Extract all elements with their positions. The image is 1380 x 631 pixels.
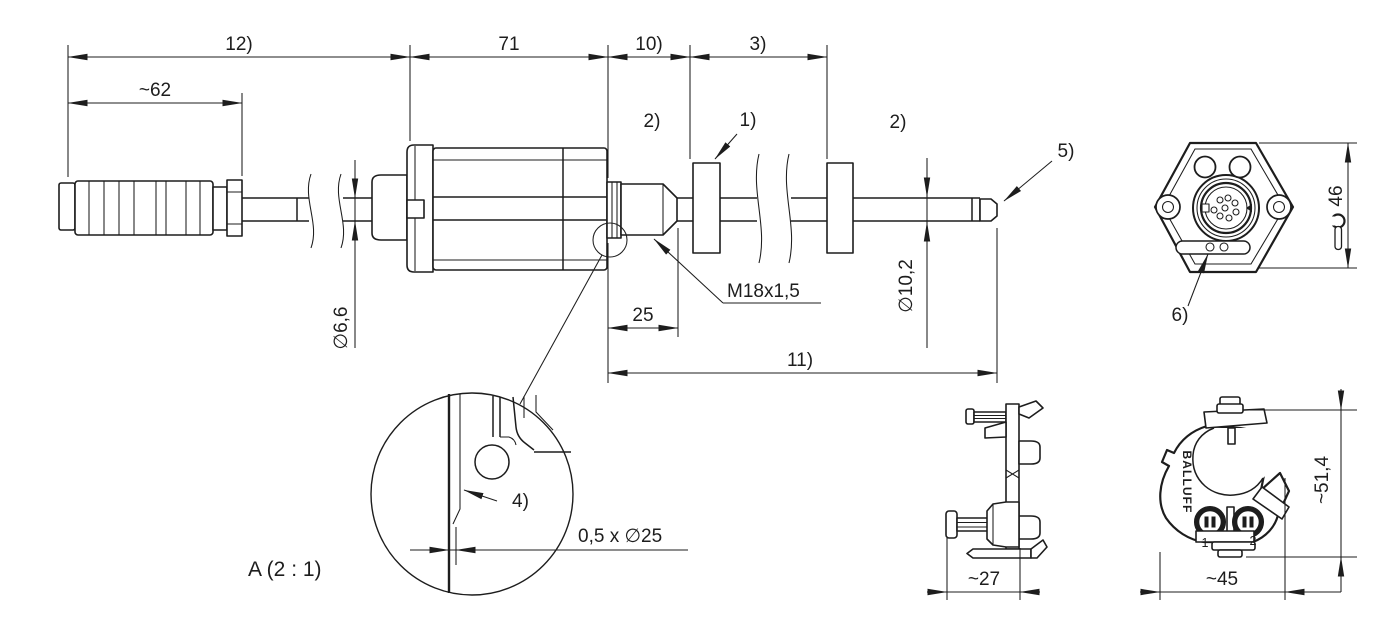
dim-rod-dia-label: ∅10,2 bbox=[896, 259, 917, 313]
screw-2-label: 2 bbox=[1250, 534, 1257, 548]
mounting-clamp-front-view: BALLUFF 1 2 ~45 ~51,4 bbox=[1140, 389, 1357, 600]
detail-callout-circle bbox=[592, 222, 628, 258]
dim-11-label: 11) bbox=[787, 350, 813, 371]
dim-chamfer-label: 0,5 x ∅25 bbox=[578, 526, 662, 547]
dim-12-label: 12) bbox=[225, 34, 252, 55]
connector-end-view: 6) 46 bbox=[1153, 141, 1357, 326]
connector-pins bbox=[1210, 194, 1240, 222]
dim-3-label: 3) bbox=[750, 34, 767, 55]
thread-label: M18x1,5 bbox=[727, 281, 800, 302]
detail-circle bbox=[370, 392, 574, 596]
detail-view-a: 4) 0,5 x ∅25 A (2 : 1) bbox=[248, 392, 688, 596]
detail-title: A (2 : 1) bbox=[248, 558, 322, 581]
dim-cable-dia-label: ∅6,6 bbox=[331, 307, 352, 350]
dim-62-label: ~62 bbox=[139, 80, 171, 101]
cable bbox=[242, 173, 372, 249]
callout-4: 4) bbox=[512, 491, 529, 512]
dim-10-label: 10) bbox=[635, 34, 662, 55]
detail-leader bbox=[519, 254, 603, 405]
dim-71-label: 71 bbox=[498, 34, 519, 55]
magnet-ring-2 bbox=[826, 162, 854, 254]
rod-tip bbox=[979, 198, 998, 222]
clamp-foot-tab bbox=[1252, 486, 1290, 520]
brand-label: BALLUFF bbox=[1180, 450, 1194, 513]
led-window-2 bbox=[1228, 155, 1252, 179]
screw-1-label: 1 bbox=[1202, 536, 1209, 550]
clamp-screw-knob bbox=[945, 510, 958, 539]
magnet-ring-1 bbox=[692, 162, 721, 254]
keyway bbox=[1201, 203, 1210, 213]
callout-2-right: 2) bbox=[890, 112, 907, 133]
dim-25-label: 25 bbox=[632, 305, 653, 326]
dim-46-label: 46 bbox=[1326, 185, 1347, 206]
dim-45-label: ~45 bbox=[1206, 569, 1238, 590]
dim-51-label: ~51,4 bbox=[1312, 456, 1333, 505]
callout-5: 5) bbox=[1058, 141, 1075, 162]
cable-connector bbox=[58, 179, 243, 237]
mounting-clamp-side-view: ~27 bbox=[927, 400, 1048, 600]
extension-lines bbox=[67, 45, 998, 383]
seal-groove bbox=[474, 444, 510, 480]
mount-hole-left bbox=[1155, 194, 1181, 220]
wrench-icon bbox=[1328, 213, 1346, 251]
mount-hole-right bbox=[1266, 194, 1292, 220]
callout-1: 1) bbox=[740, 110, 757, 131]
sensor-housing bbox=[371, 144, 608, 273]
thread-and-rod bbox=[606, 153, 998, 264]
led-slot bbox=[1175, 240, 1251, 255]
main-view: 12) 71 10) 3) ~62 ∅6,6 ∅10,2 25 11) M18x… bbox=[58, 34, 1075, 405]
callout-2-left: 2) bbox=[644, 111, 661, 132]
coding-mark bbox=[1246, 204, 1252, 212]
led-window-1 bbox=[1193, 155, 1217, 179]
dim-27-label: ~27 bbox=[968, 569, 1000, 590]
callout-6: 6) bbox=[1172, 305, 1189, 326]
